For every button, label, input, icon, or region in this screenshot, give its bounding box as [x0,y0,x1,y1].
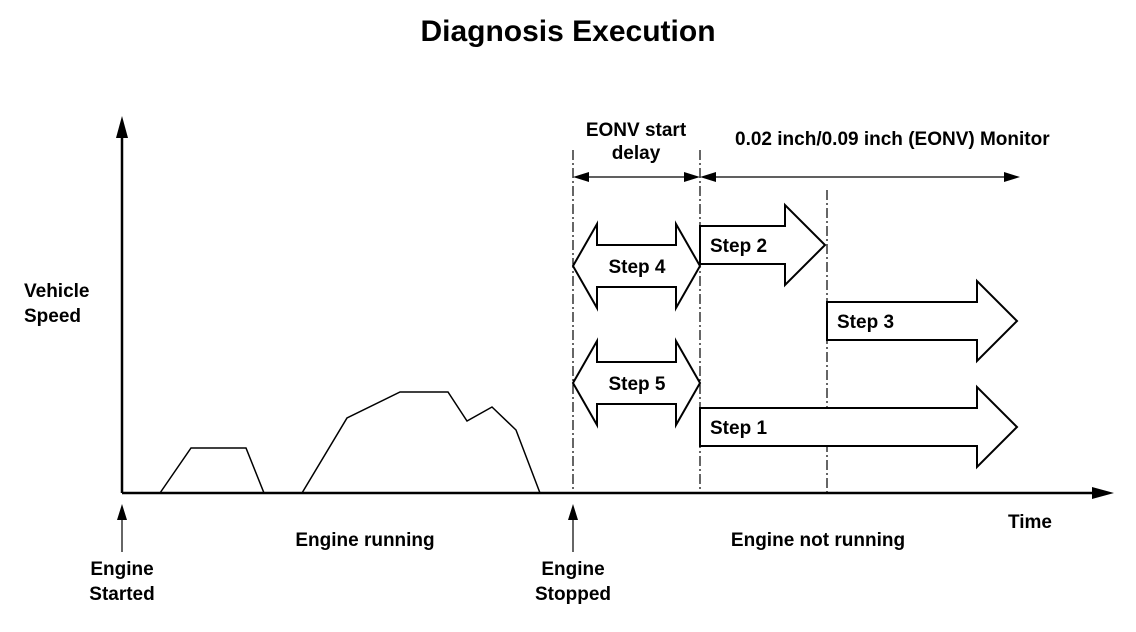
monitor-label: 0.02 inch/0.09 inch (EONV) Monitor [735,129,1050,150]
diagram-title: Diagnosis Execution [420,15,716,48]
step4-double-arrow [571,220,702,312]
start-delay-label-line1: EONV start [585,120,687,141]
step4-label: Step 4 [608,257,665,278]
step2-arrow [699,202,827,288]
engine-stopped-marker-arrowhead [568,504,578,520]
y-axis-label-line1: Vehicle [24,281,90,302]
step5-label: Step 5 [608,374,665,395]
start-delay-arrowhead-left [573,172,589,182]
step1-label: Step 1 [710,418,767,439]
x-axis-label: Time [1008,512,1053,533]
step3-label: Step 3 [837,312,894,333]
engine-stopped-label-line2: Stopped [535,584,611,605]
engine-running-label: Engine running [295,530,435,551]
engine-started-label-line2: Started [89,584,155,605]
y-axis-label-line2: Speed [24,306,82,327]
monitor-arrowhead-left [700,172,716,182]
step2-label: Step 2 [710,236,767,257]
engine-started-marker-arrowhead [117,504,127,520]
x-axis-arrowhead [1092,487,1114,499]
engine-stopped-label-line1: Engine [541,559,605,580]
start-delay-label-line2: delay [611,143,661,164]
engine-started-label-line1: Engine [90,559,154,580]
step1-arrow [699,384,1019,470]
monitor-arrowhead-right [1004,172,1020,182]
step5-double-arrow [571,337,702,429]
step3-arrow [826,278,1019,364]
y-axis-arrowhead [116,116,128,138]
start-delay-arrowhead-right [684,172,700,182]
vehicle-speed-trace [159,391,541,494]
engine-not-running-label: Engine not running [730,530,906,551]
